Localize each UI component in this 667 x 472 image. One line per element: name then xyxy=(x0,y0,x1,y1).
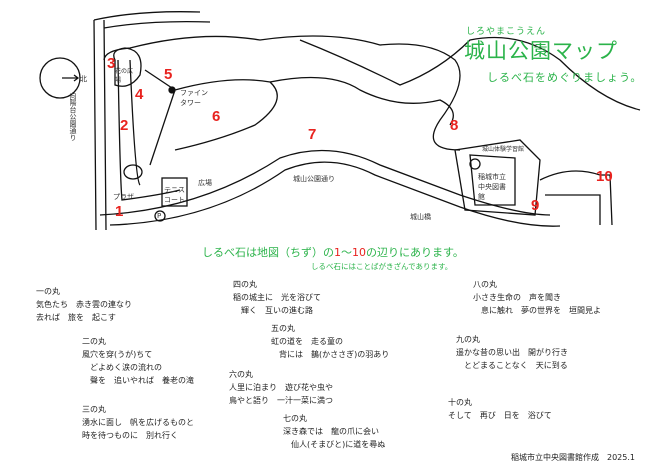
page-subtitle: しるべ石をめぐりましょう。 xyxy=(487,71,643,84)
north-arrow-icon xyxy=(62,74,80,82)
road-west xyxy=(93,19,107,231)
poem-title: 九の丸 xyxy=(456,335,480,344)
marker-1: 1 xyxy=(115,203,124,220)
poem-line: 鳥やと語り 一汁一菜に満つ xyxy=(229,396,333,405)
parking-west xyxy=(154,210,166,222)
marker-9: 9 xyxy=(531,197,540,214)
east-road xyxy=(539,170,613,226)
poem-line: そして 再び 日を 浴びて xyxy=(448,411,552,420)
poem-title: 七の丸 xyxy=(283,414,307,423)
marker-10: 10 xyxy=(596,168,613,185)
poem-title: 五の丸 xyxy=(271,324,295,333)
poem-5: 五の丸虹の道を 走る童の 背には 鵲(かささぎ)の羽あり xyxy=(271,322,389,361)
flower-plaza-label: 花の広場 xyxy=(115,68,134,84)
note-from: 1 xyxy=(334,246,341,259)
marker-3: 3 xyxy=(107,55,116,72)
north-label: 北 xyxy=(80,75,87,83)
marker-6: 6 xyxy=(212,108,221,125)
page-title: 城山公園マップ xyxy=(464,39,618,63)
plaza-label: 広場 xyxy=(198,179,212,187)
footer-credit: 稲城市立中央図書館作成 2025.1 xyxy=(511,453,635,462)
poem-title: 一の丸 xyxy=(36,287,60,296)
road-west-label: 向陽台公園通り xyxy=(69,92,77,141)
poem-line: 小さき生命の 声を聞き xyxy=(473,293,561,302)
bridge-label: 城山橋 xyxy=(410,213,431,221)
note-text-end: の辺りにあります。 xyxy=(366,246,464,259)
poem-line: どよめく涙の流れの xyxy=(82,363,162,372)
poem-9: 九の丸遥かな昔の思い出 開がり行き とどまることなく 天に到る xyxy=(456,333,568,372)
road-south-label: 城山公園通り xyxy=(293,175,335,183)
library-block xyxy=(454,139,541,216)
poem-1: 一の丸気色たち 赤き雲の連なり去れば 旅を 起こす xyxy=(36,285,132,324)
flower-plaza xyxy=(113,47,142,87)
poem-line: 去れば 旅を 起こす xyxy=(36,313,116,322)
parking-label: P xyxy=(157,212,162,220)
parking-east xyxy=(469,158,481,170)
poem-6: 六の丸人里に泊まり 遊び花や虫や鳥やと語り 一汁一菜に満つ xyxy=(229,368,333,407)
poem-line: 息に触れ 夢の世界を 垣間見よ xyxy=(473,306,601,315)
road-west-branch xyxy=(93,11,211,29)
park-map xyxy=(39,11,641,231)
poem-title: 四の丸 xyxy=(233,280,257,289)
hall-label: 城山体験学習館 xyxy=(482,146,525,153)
poem-line: 人里に泊まり 遊び花や虫や xyxy=(229,383,333,392)
poem-4: 四の丸稲の城主に 光を浴びて 輝く 互いの進む路 xyxy=(233,278,321,317)
poem-line: 聲を 追いやれば 養老の滝 xyxy=(82,376,194,385)
poem-line: 気色たち 赤き雲の連なり xyxy=(36,300,132,309)
marker-2: 2 xyxy=(120,117,129,134)
poem-line: 時を待つものに 別れ行く xyxy=(82,431,178,440)
path-outer xyxy=(103,35,461,151)
poem-line: 遥かな昔の思い出 開がり行き xyxy=(456,348,568,357)
poem-title: 三の丸 xyxy=(82,405,106,414)
poem-line: とどまることなく 天に到る xyxy=(456,361,568,370)
note-tilde: 〜 xyxy=(341,246,352,259)
poem-line: 輝く 互いの進む路 xyxy=(233,306,313,315)
poem-8: 八の丸小さき生命の 声を聞き 息に触れ 夢の世界を 垣間見よ xyxy=(473,278,601,317)
engraving-note: しるべ石にはことばがきざんであります。 xyxy=(311,262,453,271)
poem-title: 八の丸 xyxy=(473,280,497,289)
library-label: 稲城市立中央図書館 xyxy=(478,173,506,201)
poem-line: 仙人(そまびと)に道を尋ぬ xyxy=(283,440,386,449)
poem-title: 二の丸 xyxy=(82,337,106,346)
north-circle xyxy=(39,57,81,99)
fine-tower-label: ファインタワー xyxy=(180,89,208,107)
note-to: 10 xyxy=(352,246,366,259)
poem-7: 七の丸深き森では 龍の爪に会い 仙人(そまびと)に道を尋ぬ xyxy=(283,412,385,451)
path-east xyxy=(299,36,641,111)
poem-line: 稲の城主に 光を浴びて xyxy=(233,293,321,302)
poem-line: 湧水に面し 帆を広げるものと xyxy=(82,418,194,427)
poem-line: 虹の道を 走る童の xyxy=(271,337,343,346)
poem-title: 十の丸 xyxy=(448,398,472,407)
note-text: しるべ石は地図（ちず）の xyxy=(202,246,334,259)
fine-tower-marker xyxy=(168,86,176,94)
tennis-court xyxy=(161,177,188,207)
pond xyxy=(123,164,143,180)
library-building xyxy=(469,154,516,206)
location-note: しるべ石は地図（ちず）の1〜10の辺りにあります。 xyxy=(202,244,464,260)
road-south xyxy=(99,149,561,227)
poem-3: 三の丸湧水に面し 帆を広げるものと時を待つものに 別れ行く xyxy=(82,403,194,442)
marker-5: 5 xyxy=(164,66,173,83)
poem-line: 背には 鵲(かささぎ)の羽あり xyxy=(271,350,390,359)
marker-8: 8 xyxy=(450,117,459,134)
title-ruby: しろやまこうえん xyxy=(466,27,547,37)
marker-7: 7 xyxy=(308,126,317,143)
poem-2: 二の丸風穴を穿(うが)ちて どよめく涙の流れの 聲を 追いやれば 養老の滝 xyxy=(82,335,194,387)
poem-10: 十の丸そして 再び 日を 浴びて xyxy=(448,396,552,422)
poem-title: 六の丸 xyxy=(229,370,253,379)
marker-4: 4 xyxy=(135,86,144,103)
tennis-label: テニスコート xyxy=(164,186,185,204)
plaza-entrance-label: プラザ xyxy=(113,193,134,201)
poem-line: 深き森では 龍の爪に会い xyxy=(283,427,379,436)
poem-line: 風穴を穿(うが)ちて xyxy=(82,350,153,359)
path-loop2 xyxy=(269,76,454,126)
